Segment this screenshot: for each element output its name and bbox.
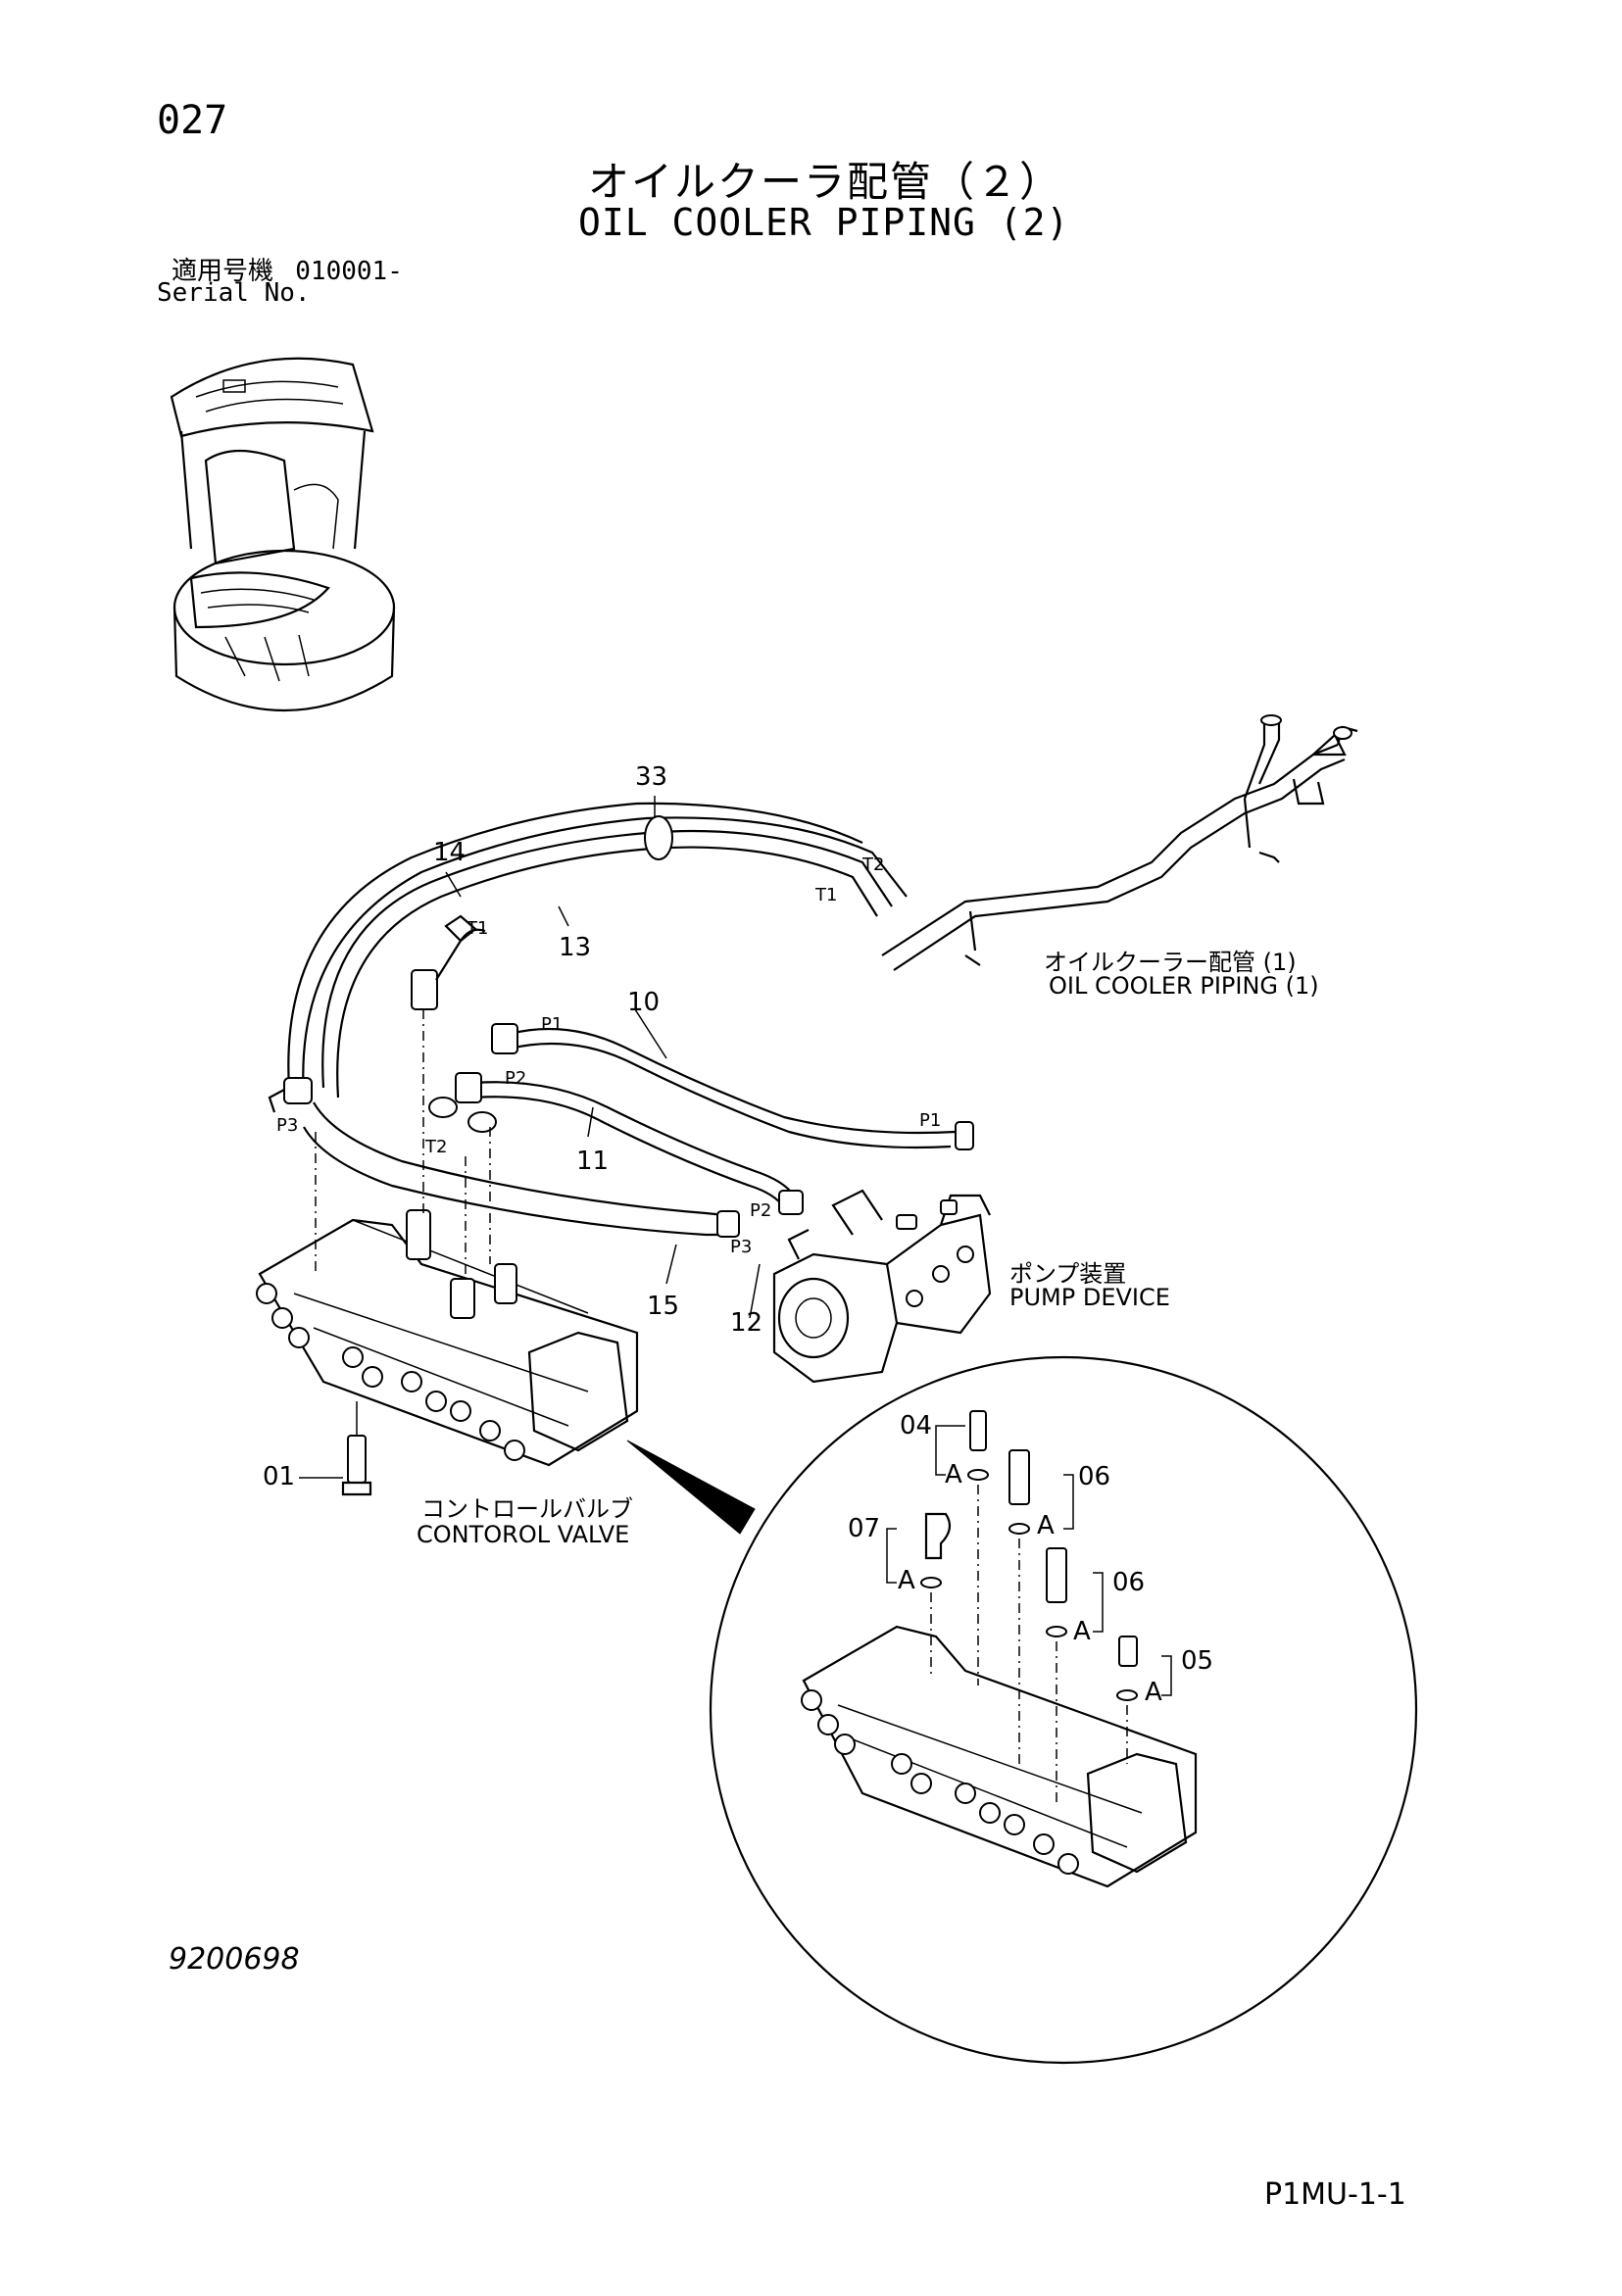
port-p2-pump: P2 bbox=[750, 1200, 772, 1221]
serial-number-line: 適用号機 010001- bbox=[172, 251, 403, 287]
callout-13: 13 bbox=[559, 933, 592, 962]
callout-11: 11 bbox=[576, 1147, 610, 1176]
drawing-number: 9200698 bbox=[169, 1942, 300, 1977]
port-p3-pump: P3 bbox=[730, 1237, 753, 1257]
pump-device bbox=[772, 1189, 992, 1384]
callout-06-upper: 06 bbox=[1078, 1462, 1111, 1491]
callout-15: 15 bbox=[647, 1292, 680, 1321]
port-t1-hose: T1 bbox=[467, 918, 489, 939]
page-code: P1MU-1-1 bbox=[1264, 2177, 1406, 2212]
seal-a-05: A bbox=[1145, 1678, 1162, 1707]
page-title-japanese: オイルクーラ配管（２） bbox=[588, 158, 1063, 206]
detail-pointer bbox=[626, 1440, 756, 1535]
port-p3-left: P3 bbox=[276, 1115, 299, 1136]
callout-04: 04 bbox=[900, 1411, 933, 1441]
port-t2-top: T2 bbox=[862, 855, 885, 875]
callout-06-lower: 06 bbox=[1112, 1568, 1146, 1597]
port-p2-top: P2 bbox=[505, 1068, 527, 1089]
port-t2-valve: T2 bbox=[425, 1137, 448, 1157]
callout-12: 12 bbox=[730, 1308, 763, 1338]
callout-10: 10 bbox=[627, 988, 661, 1017]
label-oil-cooler-piping-1-jp: オイルクーラー配管 (1) bbox=[1044, 949, 1297, 976]
detail-view bbox=[709, 1355, 1418, 2065]
serial-label-japanese: 適用号機 bbox=[172, 257, 274, 286]
leader-lines bbox=[445, 796, 761, 1319]
excavator-overview-illustration bbox=[170, 357, 396, 712]
label-control-valve-en: CONTOROL VALVE bbox=[417, 1521, 630, 1548]
callout-05: 05 bbox=[1181, 1646, 1214, 1676]
oil-cooler-pipe-assembly bbox=[881, 714, 1358, 971]
callout-33: 33 bbox=[635, 762, 668, 792]
label-pump-device-jp: ポンプ装置 bbox=[1009, 1260, 1127, 1288]
port-p1-top: P1 bbox=[541, 1014, 564, 1035]
seal-a-06-lower: A bbox=[1073, 1617, 1091, 1646]
bolt-01 bbox=[299, 1401, 372, 1496]
label-pump-device-en: PUMP DEVICE bbox=[1009, 1284, 1170, 1311]
serial-value: 010001- bbox=[295, 257, 403, 286]
serial-label-english: Serial No. bbox=[157, 278, 311, 308]
page-number: 027 bbox=[157, 98, 228, 143]
label-control-valve-jp: コントロールバルブ bbox=[421, 1495, 633, 1523]
pressure-hoses bbox=[428, 1023, 974, 1215]
seal-a-04: A bbox=[945, 1460, 962, 1490]
return-hoses bbox=[287, 802, 908, 1099]
seal-a-06-upper: A bbox=[1037, 1511, 1055, 1540]
callout-07: 07 bbox=[848, 1514, 881, 1543]
callout-14: 14 bbox=[433, 838, 467, 867]
callout-01: 01 bbox=[263, 1462, 296, 1491]
control-valve bbox=[256, 1009, 639, 1467]
label-oil-cooler-piping-1-en: OIL COOLER PIPING (1) bbox=[1049, 972, 1319, 1000]
port-t1-top: T1 bbox=[815, 885, 838, 905]
port-p1-pump: P1 bbox=[919, 1110, 942, 1131]
hose-15 bbox=[268, 1077, 740, 1238]
page-title-english: OIL COOLER PIPING (2) bbox=[578, 201, 1070, 244]
seal-a-07: A bbox=[898, 1566, 915, 1595]
